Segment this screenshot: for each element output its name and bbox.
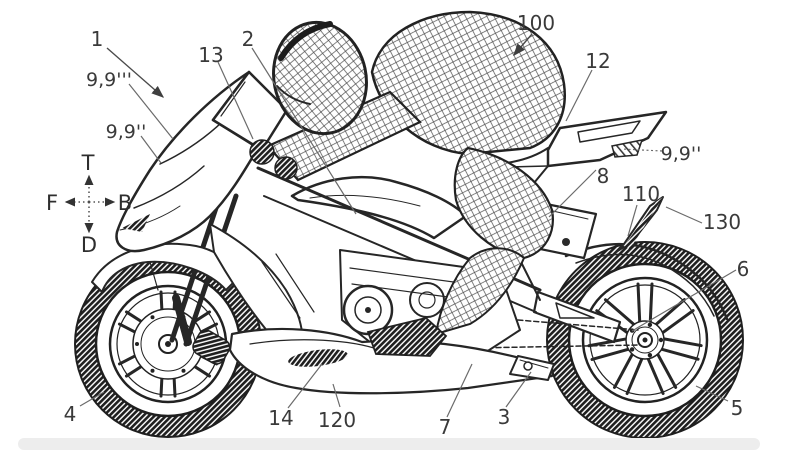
swingarm	[519, 259, 622, 344]
leader-6	[631, 269, 737, 332]
orientation-axes: T D F B	[46, 151, 132, 257]
rear-hugger	[564, 242, 729, 321]
ref-label-8: 8	[597, 164, 610, 188]
ref-label-9-9-3: 9,9'''	[86, 69, 132, 91]
air-intake	[122, 214, 150, 232]
ref-label-100: 100	[517, 11, 555, 35]
ref-label-4: 4	[64, 402, 77, 426]
axis-label-left: F	[46, 191, 58, 215]
axis-label-top: T	[81, 151, 95, 175]
rear-fin-shaded-edge	[624, 197, 663, 249]
tail-light	[611, 139, 644, 158]
axis-label-bottom: D	[81, 233, 97, 257]
leader-lines	[79, 33, 737, 418]
rider-glove-left	[249, 139, 275, 165]
leader-9-9-3	[128, 83, 174, 140]
ref-label-110: 110	[622, 182, 660, 206]
side-fairing	[209, 223, 315, 345]
ref-label-5: 5	[731, 396, 744, 420]
bottom-bar	[18, 438, 760, 450]
leader-8	[548, 169, 597, 218]
leader-3	[505, 371, 532, 408]
rider-helmet	[272, 20, 368, 136]
leader-110	[627, 204, 638, 237]
ref-label-7: 7	[439, 415, 452, 439]
rider-boot	[366, 317, 448, 357]
leader-130	[665, 206, 703, 224]
leader-9-9-2R	[621, 148, 663, 152]
nose-fairing	[115, 70, 260, 253]
rider-thigh	[453, 146, 554, 260]
ref-label-12: 12	[585, 49, 610, 73]
brake-caliper	[192, 329, 231, 365]
leader-4	[79, 391, 105, 407]
engine-cover	[409, 282, 445, 318]
leader-120	[332, 383, 341, 408]
ref-label-13: 13	[198, 43, 223, 67]
leader-2	[251, 47, 357, 215]
ref-label-120: 120	[318, 408, 356, 432]
rider-calf	[434, 247, 526, 336]
leader-12	[565, 69, 593, 122]
exhaust	[509, 355, 555, 381]
fuel-tank	[290, 175, 468, 240]
helmet-visor	[278, 21, 333, 61]
ref-label-1: 1	[91, 27, 104, 51]
rear-shock	[519, 259, 541, 301]
leader-9-9-2L	[140, 135, 162, 164]
tail-vent	[577, 120, 641, 143]
ref-label-14: 14	[268, 406, 293, 430]
leader-5	[695, 385, 729, 402]
front-wheel	[74, 250, 262, 438]
ref-label-3: 3	[498, 405, 511, 429]
ref-label-9-9-2R: 9,9''	[661, 143, 702, 165]
leader-13	[217, 61, 254, 140]
reference-labels: 1 9,9''' 9,9'' 13 2 100 12 9,9'' 8 110 1…	[64, 11, 750, 439]
rear-fin	[615, 196, 664, 253]
ref-label-2: 2	[242, 27, 255, 51]
plate-bolt	[562, 238, 570, 246]
belly-vent	[288, 349, 348, 367]
leader-100	[513, 33, 533, 57]
ref-label-6: 6	[737, 257, 750, 281]
ref-label-130: 130	[703, 210, 741, 234]
leader-14	[287, 363, 323, 409]
axis-label-right: B	[118, 191, 132, 215]
leader-1	[106, 47, 165, 98]
ref-label-9-9-2L: 9,9''	[106, 121, 147, 143]
rider-glove-right	[274, 156, 298, 180]
rear-wheel	[546, 241, 744, 439]
leader-7	[446, 363, 473, 418]
